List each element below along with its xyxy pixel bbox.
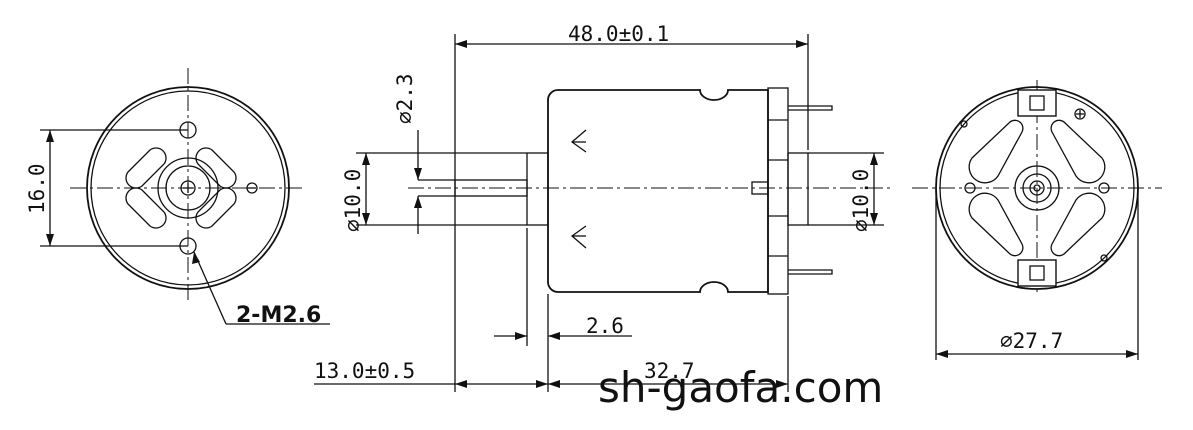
hole-spacing-label: 16.0 bbox=[25, 163, 49, 214]
shaft-length-label: 13.0±0.5 bbox=[314, 359, 415, 383]
shaft-diameter-label: ⌀2.3 bbox=[393, 73, 417, 124]
side-view bbox=[314, 34, 892, 392]
body-length-label: 32.7 bbox=[644, 359, 695, 383]
rear-view bbox=[912, 80, 1162, 360]
left-boss-diameter-label: ⌀10.0 bbox=[341, 169, 365, 232]
step-length-label: 2.6 bbox=[586, 314, 624, 338]
outer-diameter-label: ⌀27.7 bbox=[1000, 329, 1063, 353]
front-view bbox=[40, 68, 330, 325]
overall-length-label: 48.0±0.1 bbox=[568, 22, 669, 46]
mount-holes-label: 2-M2.6 bbox=[236, 303, 321, 328]
watermark: sh-gaofa.com bbox=[598, 363, 883, 412]
right-boss-diameter-label: ⌀10.0 bbox=[849, 169, 873, 232]
